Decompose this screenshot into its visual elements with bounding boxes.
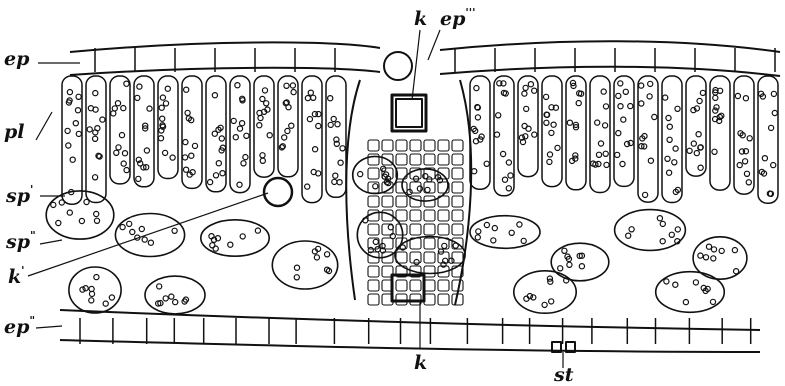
label-k-prime: k' [8,268,25,287]
lower-epidermis [60,310,760,352]
label-k-bottom: k [414,354,427,373]
upper-epidermis [70,41,780,76]
vascular-bundle [346,52,471,305]
oil-gland [264,178,292,206]
label-st: st [554,366,573,385]
label-ep-vein: ep''' [440,10,475,29]
label-k-top: k [414,10,427,29]
label-ep-upper: ep [4,50,29,69]
label-sp-prime: sp' [6,187,33,206]
label-sp-double-prime: sp" [6,233,36,252]
label-ep-lower: ep" [4,318,35,337]
label-leader-lines [28,30,563,368]
label-pl: pl [4,123,25,142]
